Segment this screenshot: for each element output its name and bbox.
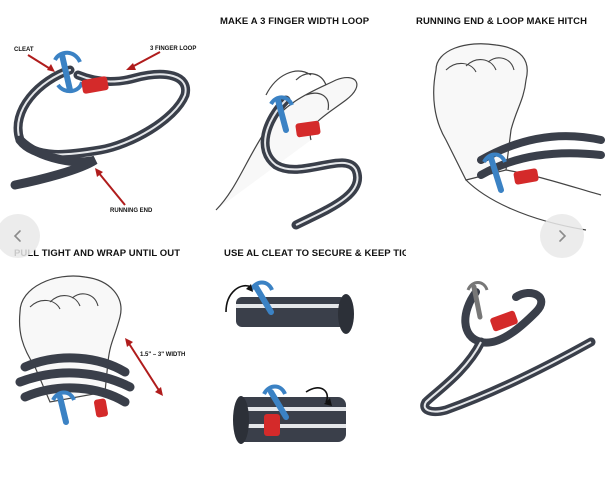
wrist-hitch-illustration [433, 43, 605, 231]
strap-final-illustration [420, 281, 596, 417]
panel-title: PULL TIGHT AND WRAP UNTIL OUT [14, 248, 181, 259]
label-width: 1.5" – 3" WIDTH [140, 352, 186, 358]
panel-strap-final [406, 242, 606, 502]
label-cleat: CLEAT [14, 47, 34, 53]
chevron-right-icon [559, 230, 567, 242]
panel-step-secure: USE AL CLEAT TO SECURE & KEEP TIGHT [206, 242, 406, 502]
carousel-next-button[interactable] [540, 214, 584, 258]
cleat-secure-illustration [225, 280, 354, 444]
panel-step-wrap: PULL TIGHT AND WRAP UNTIL OUT 1.5" – 3" … [0, 242, 206, 502]
hand-loop-illustration [215, 70, 363, 230]
chevron-left-icon [13, 230, 21, 242]
label-3-finger-loop: 3 FINGER LOOP [150, 46, 197, 52]
panel-title: RUNNING END & LOOP MAKE HITCH [416, 16, 588, 27]
panel-step-loop: MAKE A 3 FINGER WIDTH LOOP [206, 0, 406, 242]
panel-title: MAKE A 3 FINGER WIDTH LOOP [220, 16, 370, 27]
strap-overview-illustration [10, 50, 191, 206]
label-running-end: RUNNING END [110, 208, 153, 214]
panel-step-hitch: RUNNING END & LOOP MAKE HITCH [406, 0, 606, 242]
wrist-wrap-illustration [15, 275, 163, 425]
panel-overview: CLEAT 3 FINGER LOOP RUNNING END [0, 0, 206, 242]
panel-title: USE AL CLEAT TO SECURE & KEEP TIGHT [224, 248, 406, 259]
carousel-prev-button[interactable] [0, 214, 40, 258]
